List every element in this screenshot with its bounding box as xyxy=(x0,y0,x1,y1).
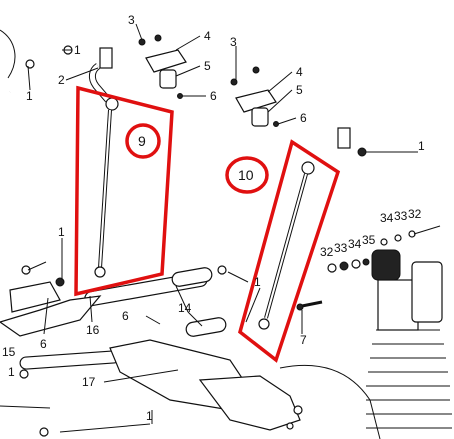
callout-1-mid: 1 xyxy=(254,275,261,289)
callout-35: 35 xyxy=(362,233,376,247)
callout-17: 17 xyxy=(82,375,96,389)
callout-5-right: 5 xyxy=(296,83,303,97)
shock-absorber xyxy=(366,249,452,429)
callout-4-right: 4 xyxy=(296,65,303,79)
callout-1-right: 1 xyxy=(418,139,425,153)
callout-3-left: 3 xyxy=(128,13,135,27)
callout-6-right: 6 xyxy=(300,111,307,125)
bushing-brackets xyxy=(138,34,279,127)
leader-lines xyxy=(27,23,441,433)
highlight-circle-10 xyxy=(225,156,269,194)
callout-6-left: 6 xyxy=(40,337,47,351)
a-arm xyxy=(0,29,381,439)
bolt-7 xyxy=(296,300,323,311)
callout-32-left: 32 xyxy=(320,245,334,259)
callout-9: 9 xyxy=(138,133,146,149)
callout-1-bottom-left: 1 xyxy=(8,365,15,379)
callout-2: 2 xyxy=(58,73,65,87)
callout-16: 16 xyxy=(86,323,100,337)
callout-33-right: 33 xyxy=(394,209,408,223)
shock-hardware xyxy=(327,258,370,273)
callout-15: 15 xyxy=(2,345,16,359)
highlight-frame-10 xyxy=(238,139,341,363)
callout-labels: 3 4 5 6 3 4 5 6 1 1 2 1 9 10 1 6 15 16 6… xyxy=(2,13,425,423)
callout-6-mid: 6 xyxy=(122,309,129,323)
callout-1-bottom: 1 xyxy=(146,409,153,423)
callout-4-left: 4 xyxy=(204,29,211,43)
callout-32-right: 32 xyxy=(408,207,422,221)
stabilizer-bar xyxy=(8,47,351,149)
callout-34-left: 34 xyxy=(348,237,362,251)
pivot-tubes xyxy=(19,267,227,370)
end-link-left xyxy=(94,97,119,278)
end-link-right xyxy=(258,161,315,330)
highlight-frame-9 xyxy=(74,85,174,297)
callout-1-top: 1 xyxy=(74,43,81,57)
callout-14: 14 xyxy=(178,301,192,315)
callout-5-left: 5 xyxy=(204,59,211,73)
callout-10: 10 xyxy=(238,167,254,183)
callout-6-top: 6 xyxy=(210,89,217,103)
highlight-frames xyxy=(74,85,341,363)
highlight-circle-9 xyxy=(125,123,161,159)
callout-33-left: 33 xyxy=(334,241,348,255)
callout-34-right: 34 xyxy=(380,211,394,225)
callout-3-right: 3 xyxy=(230,35,237,49)
callout-1-mid-left: 1 xyxy=(58,225,65,239)
callout-1-left: 1 xyxy=(26,89,33,103)
callout-7: 7 xyxy=(300,333,307,347)
